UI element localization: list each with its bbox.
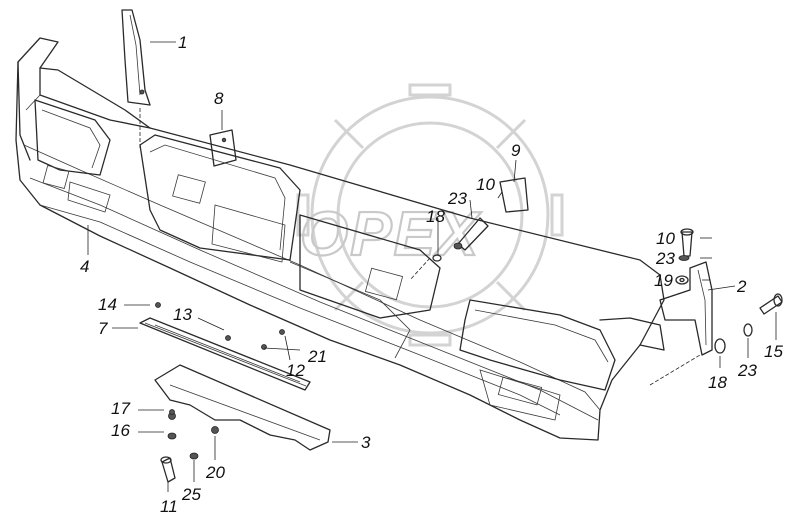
- callout-16: 16: [111, 421, 130, 440]
- callout-9: 9: [511, 141, 521, 160]
- callout-10b: 10: [656, 229, 675, 248]
- right-fasteners: [675, 228, 783, 354]
- callout-18a: 18: [426, 207, 445, 226]
- callout-14: 14: [98, 295, 117, 314]
- callout-23a: 23: [447, 189, 467, 208]
- callout-25: 25: [181, 485, 201, 504]
- callout-21: 21: [307, 347, 327, 366]
- callout-20: 20: [205, 463, 225, 482]
- callout-17: 17: [111, 399, 130, 418]
- bracket-part-1: [121, 9, 151, 106]
- leader-lines: [87, 41, 777, 492]
- callout-11: 11: [160, 497, 178, 516]
- callout-10a: 10: [476, 175, 495, 194]
- grille-part-7: [139, 317, 311, 391]
- callout-19: 19: [654, 271, 673, 290]
- callout-1: 1: [178, 33, 187, 52]
- callout-12: 12: [286, 361, 305, 380]
- callout-13: 13: [173, 305, 192, 324]
- callout-3: 3: [361, 433, 371, 452]
- callout-8: 8: [214, 89, 224, 108]
- bottom-fasteners: [155, 302, 285, 483]
- callout-2: 2: [736, 277, 747, 296]
- callout-23c: 23: [737, 361, 757, 380]
- panel-part-3: [154, 364, 331, 451]
- callout-18b: 18: [708, 373, 727, 392]
- plate-part-8: [209, 129, 237, 167]
- center-fasteners: [432, 217, 489, 262]
- plate-part-9: [499, 177, 529, 213]
- bumper-body: [15, 37, 665, 441]
- watermark-text: OPEX: [300, 200, 482, 269]
- callout-labels: 1 2 3 4 7 8 9 10 10 11 12 13 14 15 16 17…: [80, 33, 783, 516]
- callout-7: 7: [98, 319, 108, 338]
- callout-15: 15: [764, 342, 783, 361]
- watermark: OPEX: [296, 83, 564, 347]
- gear-watermark-icon: [296, 83, 564, 347]
- callout-23b: 23: [655, 249, 675, 268]
- callout-4: 4: [80, 257, 89, 276]
